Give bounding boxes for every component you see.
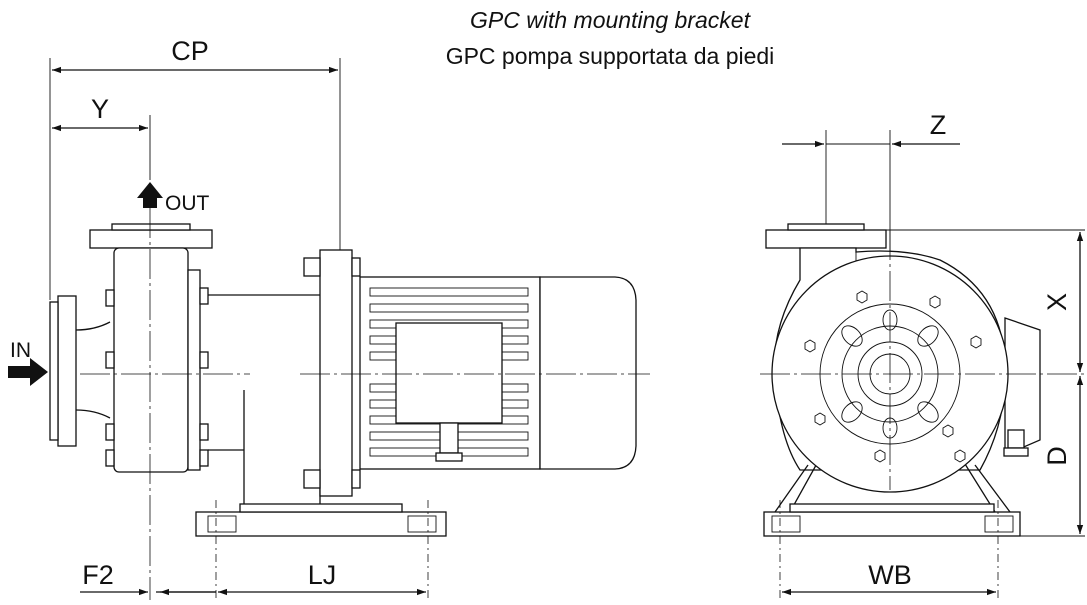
dimension-f2: F2 bbox=[80, 560, 216, 596]
outlet-label: OUT bbox=[165, 192, 210, 215]
dimension-label-wb: WB bbox=[868, 560, 912, 590]
title-line2: GPC pompa supportata da piedi bbox=[446, 43, 775, 69]
dimension-cp: CP bbox=[49, 36, 341, 300]
dimension-label-f2: F2 bbox=[82, 560, 114, 590]
dimension-lj: LJ bbox=[218, 560, 426, 596]
dimension-wb: WB bbox=[782, 560, 996, 596]
dimension-label-d: D bbox=[1042, 446, 1072, 466]
dimension-label-cp: CP bbox=[171, 36, 209, 66]
outlet-arrow: OUT bbox=[137, 182, 210, 215]
dimension-label-x: X bbox=[1042, 293, 1072, 311]
inlet-label: IN bbox=[10, 339, 31, 362]
dimension-y: Y bbox=[52, 94, 151, 180]
dimension-d: D bbox=[1020, 376, 1085, 537]
front-view: Z bbox=[760, 110, 1085, 600]
dimension-label-z: Z bbox=[930, 110, 947, 140]
hex-bolts bbox=[804, 290, 982, 463]
side-view: CP Y OUT IN bbox=[8, 36, 650, 600]
title-line1: GPC with mounting bracket bbox=[470, 7, 752, 33]
inlet-arrow: IN bbox=[8, 339, 48, 386]
dimension-label-y: Y bbox=[91, 94, 109, 124]
dimension-x: X bbox=[880, 229, 1085, 372]
dimension-label-lj: LJ bbox=[308, 560, 337, 590]
